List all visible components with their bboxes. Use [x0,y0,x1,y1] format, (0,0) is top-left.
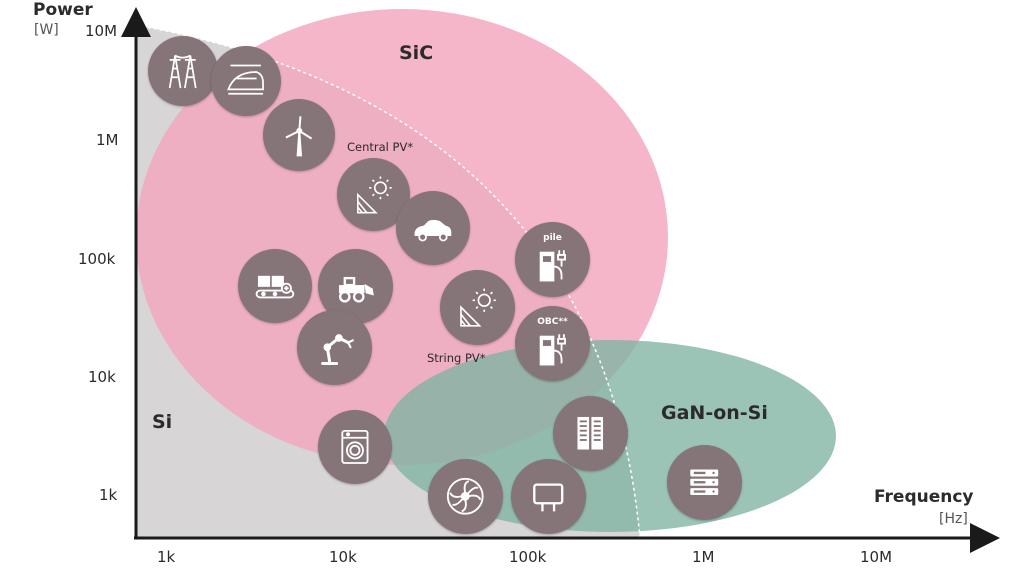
x-tick-10k: 10k [329,548,357,566]
wind-turbine-icon [263,99,335,171]
y-tick-10k: 10k [88,368,116,386]
fan-icon [428,459,503,534]
washing-machine-icon [318,410,392,484]
power-transmission-icon [148,36,218,106]
server-rack-icon [553,396,628,471]
obc-text: OBC** [537,317,568,327]
conveyor-logistics-icon [238,249,312,323]
onboard-charger-icon: OBC** [515,306,590,381]
server-stack-icon [667,445,742,520]
si-label: Si [152,411,173,433]
central-pv-label: Central PV* [347,140,414,154]
y-tick-10M: 10M [85,22,118,40]
x-tick-10M: 10M [860,548,893,566]
y-tick-100k: 100k [78,250,116,268]
x-tick-1M: 1M [692,548,715,566]
pile-text: pile [543,233,562,243]
string-pv-label: String PV* [427,351,486,365]
electric-car-icon [396,191,470,265]
x-axis-title: Frequency [874,487,974,507]
y-axis-unit: [W] [34,22,59,38]
gan-label: GaN-on-Si [661,402,768,424]
x-tick-100k: 100k [509,548,547,566]
charging-pile-icon: pile [515,222,590,297]
power-adapter-icon [511,459,586,534]
x-tick-1k: 1k [157,548,176,566]
y-axis-title: Power [33,0,93,20]
industrial-robot-arm-icon [297,310,372,385]
high-speed-train-icon [211,46,281,116]
x-axis-unit: [Hz] [939,511,968,527]
string-pv-solar-icon [440,270,515,345]
sic-label: SiC [399,42,434,64]
y-tick-1k: 1k [99,486,118,504]
y-tick-1M: 1M [96,131,119,149]
